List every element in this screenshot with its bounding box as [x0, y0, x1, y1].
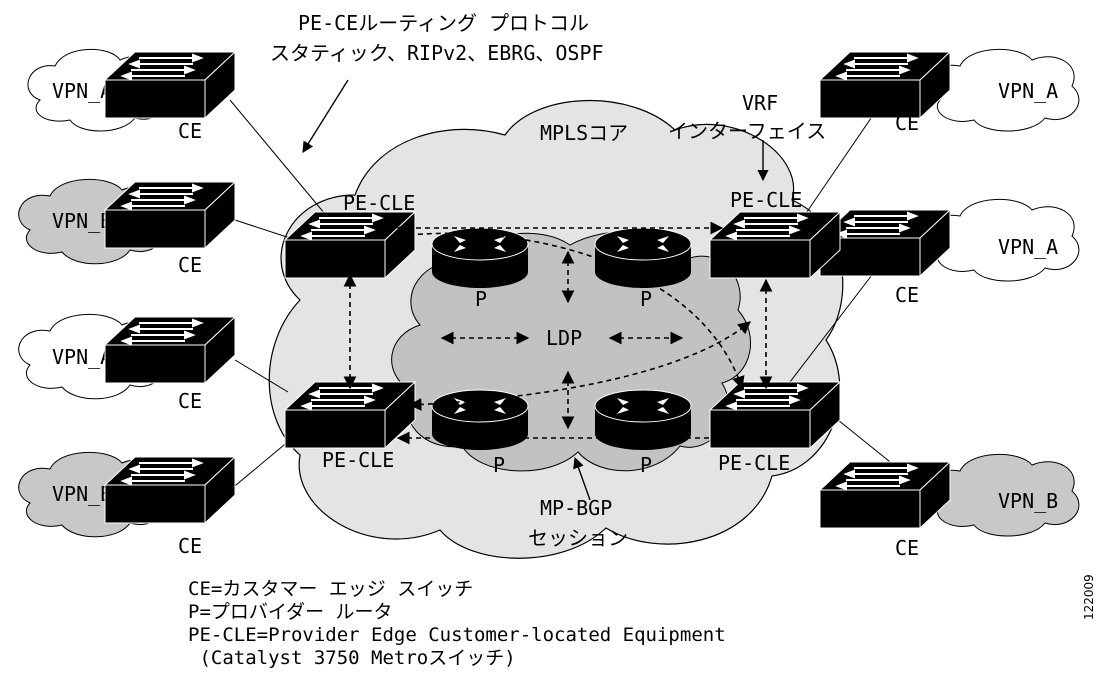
ce-switch-left-1 [104, 51, 236, 119]
ce-label: CE [895, 283, 919, 307]
vpn-label: VPN_A [998, 235, 1058, 259]
ce-label: CE [178, 253, 202, 277]
ldp-label: LDP [546, 326, 582, 350]
pe-cle-label: PE-CLE [730, 188, 802, 212]
figure-id: 122009 [1082, 574, 1096, 620]
mpbgp-label-line2: セッション [528, 526, 628, 550]
legend-line: (Catalyst 3750 Metroスイッチ) [188, 647, 516, 669]
vpn-cloud-right-2: VPN_A [928, 199, 1080, 282]
ce-switch-left-3 [104, 316, 236, 384]
pe-cle-label: PE-CLE [322, 448, 394, 472]
vpn-label: VPN_A [998, 79, 1058, 103]
p-label: P [640, 287, 652, 311]
ce-label: CE [895, 536, 919, 560]
vpn-label: VPN_A [52, 345, 112, 369]
vpn-cloud-right-1: VPN_A [928, 49, 1080, 132]
vpn-label: VPN_B [52, 482, 112, 506]
p-label: P [475, 287, 487, 311]
pe-cle-label: PE-CLE [718, 451, 790, 475]
vrf-label-line2: インターフェイス [668, 119, 826, 143]
mpls-core-label: MPLSコア [540, 121, 628, 145]
legend-line: PE-CLE=Provider Edge Customer-located Eq… [188, 624, 726, 646]
pe-cle-label: PE-CLE [343, 191, 415, 215]
vpn-label: VPN_B [52, 209, 112, 233]
p-router-top-left [431, 227, 529, 289]
ce-switch-left-4 [104, 456, 236, 524]
vpn-label: VPN_B [998, 489, 1058, 513]
ce-switch-left-2 [104, 181, 236, 249]
ce-switch-right-3 [819, 461, 951, 529]
pe-cle-switch-bottom-right [709, 381, 841, 449]
p-router-bottom-left [431, 389, 529, 451]
legend-line: CE=カスタマー エッジ スイッチ [188, 578, 474, 600]
pe-cle-switch-bottom-left [284, 381, 416, 449]
protocol-note-line1: PE-CEルーティング プロトコル [298, 11, 589, 35]
ce-switch-right-1 [819, 51, 951, 119]
ce-label: CE [178, 119, 202, 143]
pe-cle-switch-top-left [284, 211, 416, 279]
p-label: P [493, 453, 505, 477]
ce-label: CE [178, 534, 202, 558]
protocol-note-line2: スタティック、RIPv2、EBRG、OSPF [270, 41, 604, 65]
vpn-label: VPN_A [52, 79, 112, 103]
pe-cle-switch-top-right [709, 211, 841, 279]
ce-label: CE [895, 111, 919, 135]
vrf-label-line1: VRF [742, 91, 778, 115]
ce-label: CE [178, 389, 202, 413]
mpbgp-label-line1: MP-BGP [540, 496, 612, 520]
p-router-top-right [594, 227, 692, 289]
legend-line: P=プロバイダー ルータ [188, 601, 393, 623]
pointer-arrows [302, 79, 769, 501]
p-router-bottom-right [594, 389, 692, 451]
p-label: P [640, 453, 652, 477]
legend: CE=カスタマー エッジ スイッチ P=プロバイダー ルータ PE-CLE=Pr… [188, 578, 726, 670]
session-arrows [343, 221, 773, 445]
vpn-cloud-right-3: VPN_B [928, 454, 1080, 537]
